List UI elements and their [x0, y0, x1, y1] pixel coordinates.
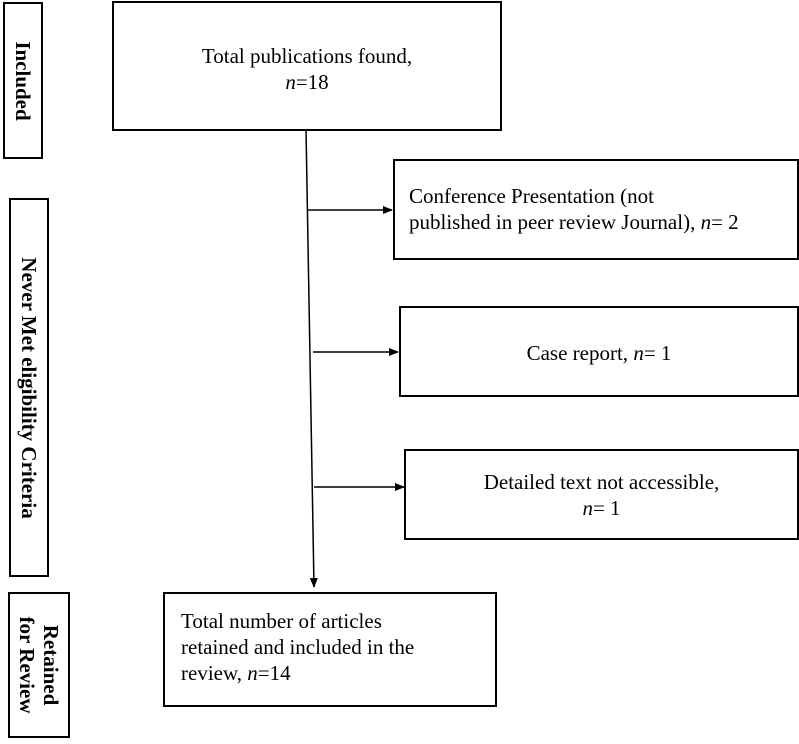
conference-line2: published in peer review Journal), n= 2 [409, 210, 739, 234]
stage-never-met-eligibility: Never Met eligibility Criteria [9, 198, 49, 577]
stage-included: Included [3, 2, 43, 159]
total-publications-text: Total publications found, [201, 44, 413, 68]
stage-retained-for-review: Retained for Review [8, 592, 70, 738]
conference-presentation-box: Conference Presentation (not published i… [393, 159, 799, 260]
retained-line2: retained and included in the [181, 635, 415, 659]
not-accessible-text: Detailed text not accessible, [483, 470, 720, 494]
retained-articles-box: Total number of articles retained and in… [163, 592, 497, 707]
case-report-text: Case report, n= 1 [526, 341, 672, 365]
not-accessible-count: n= 1 [582, 496, 621, 520]
retained-line3: review, n=14 [181, 661, 291, 685]
case-report-box: Case report, n= 1 [399, 306, 799, 397]
not-accessible-box: Detailed text not accessible, n= 1 [404, 449, 799, 540]
total-publications-count: n=18 [285, 70, 329, 94]
main-flow-line [305, 128, 318, 588]
total-publications-box: Total publications found, n=18 [112, 1, 502, 131]
retained-line1: Total number of articles [181, 609, 382, 633]
conference-line1: Conference Presentation (not [409, 184, 654, 208]
